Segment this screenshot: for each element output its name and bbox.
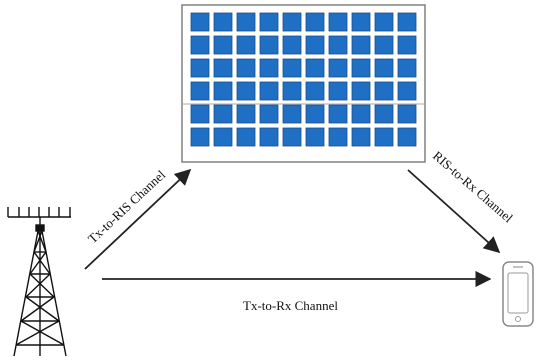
ris-element (397, 35, 417, 55)
ris-element (282, 127, 302, 147)
ris-element (351, 35, 371, 55)
ris-element (236, 127, 256, 147)
ris-element (328, 127, 348, 147)
ris-element (236, 104, 256, 124)
ris-element (328, 58, 348, 78)
ris-element (213, 35, 233, 55)
ris-element (190, 35, 210, 55)
ris-element (351, 81, 371, 101)
tx-to-ris-arrow (84, 168, 192, 270)
ris-element (328, 35, 348, 55)
ris-element (236, 12, 256, 32)
ris-element (213, 81, 233, 101)
ris-element (351, 127, 371, 147)
ris-element (328, 12, 348, 32)
ris-element (259, 35, 279, 55)
ris-element (236, 58, 256, 78)
ris-element (305, 127, 325, 147)
tx-to-rx-label: Tx-to-Rx Channel (243, 298, 338, 313)
ris-element (190, 127, 210, 147)
ris-element (374, 12, 394, 32)
ris-element (282, 104, 302, 124)
ris-element (305, 104, 325, 124)
ris-element (282, 12, 302, 32)
ris-panel (181, 4, 426, 163)
ris-element (351, 58, 371, 78)
ris-element (374, 81, 394, 101)
ris-element (374, 35, 394, 55)
ris-element (351, 12, 371, 32)
ris-element (374, 127, 394, 147)
ris-to-rx-label: RIS-to-Rx Channel (430, 148, 516, 226)
ris-element (282, 81, 302, 101)
ris-element (259, 81, 279, 101)
tx-to-ris-label: Tx-to-RIS Channel (85, 167, 169, 246)
ris-element (213, 104, 233, 124)
ris-element (374, 104, 394, 124)
ris-element (374, 58, 394, 78)
ris-element-grid (190, 12, 417, 147)
ris-element (236, 35, 256, 55)
cell-tower-icon (7, 207, 71, 357)
ris-element (259, 58, 279, 78)
ris-element (305, 58, 325, 78)
ris-element (397, 81, 417, 101)
ris-element (397, 127, 417, 147)
ris-element (190, 12, 210, 32)
ris-element (397, 104, 417, 124)
ris-element (397, 12, 417, 32)
ris-element (328, 81, 348, 101)
ris-element (259, 12, 279, 32)
ris-element (213, 127, 233, 147)
ris-element (190, 58, 210, 78)
smartphone-icon (502, 261, 534, 327)
ris-element (305, 35, 325, 55)
ris-element (236, 81, 256, 101)
ris-element (190, 81, 210, 101)
ris-element (351, 104, 371, 124)
ris-element (213, 58, 233, 78)
ris-element (305, 81, 325, 101)
ris-element (259, 127, 279, 147)
ris-element (328, 104, 348, 124)
ris-element (282, 35, 302, 55)
ris-element (259, 104, 279, 124)
ris-to-rx-arrow (407, 169, 501, 254)
ris-element (213, 12, 233, 32)
ris-element (282, 58, 302, 78)
ris-element (190, 104, 210, 124)
ris-element (397, 58, 417, 78)
ris-element (305, 12, 325, 32)
